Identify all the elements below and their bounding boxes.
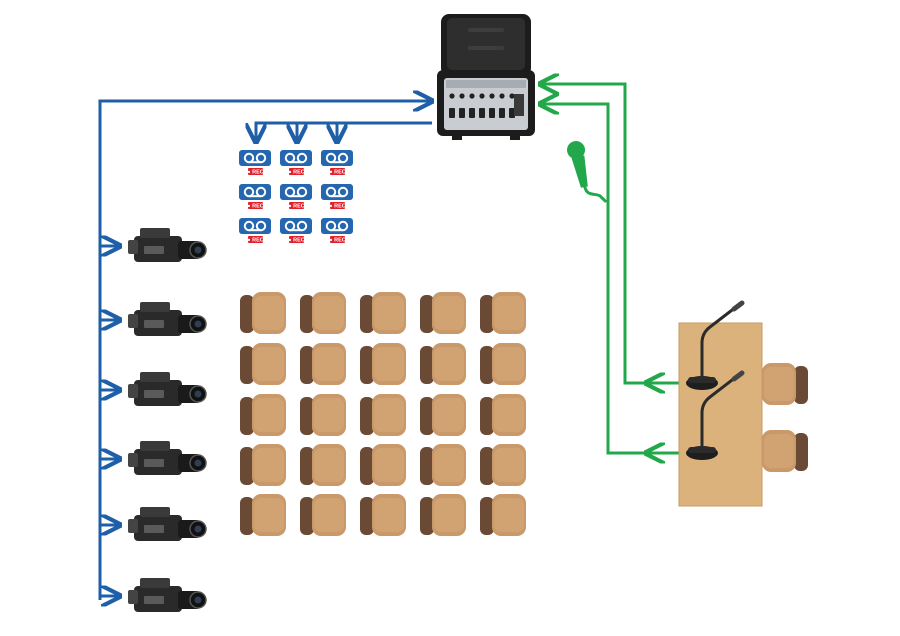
recorder-tape-icon: ● REC (239, 184, 271, 210)
camera-arrows (100, 246, 120, 596)
chair-icon (300, 494, 346, 536)
chair-icon (240, 494, 286, 536)
recorder-tape-icon: ● REC (280, 218, 312, 244)
podium-mic-1-line (540, 84, 684, 385)
camera-bus-line (98, 101, 432, 600)
video-camera-icon (128, 372, 207, 406)
recorder-tape-icon: ● REC (321, 150, 353, 176)
gooseneck-microphone-icon (686, 300, 745, 390)
mixer-fader (479, 108, 485, 118)
mixer-fader (509, 108, 515, 118)
mixer-knob (469, 93, 475, 99)
chair-icon (240, 292, 286, 334)
chair-icon (420, 343, 466, 385)
podium-desk (678, 300, 808, 507)
rec-badge (289, 168, 304, 175)
podium-mic-2-line (540, 104, 684, 455)
chair-icon (480, 292, 526, 334)
recorder-tape-icon: ● REC (321, 218, 353, 244)
mixer-fader (469, 108, 475, 118)
recorder-tape-icon: ● REC (321, 184, 353, 210)
rec-badge-label: ● REC (288, 170, 304, 176)
chair-icon (420, 292, 466, 334)
chair-icon (480, 444, 526, 486)
rec-badge (330, 202, 345, 209)
video-camera-icon (128, 228, 207, 262)
mixer-knob (509, 93, 515, 99)
recorder-feed-line (256, 121, 432, 142)
mixer-fader (459, 108, 465, 118)
audio-signal-lines (540, 84, 684, 453)
rec-badge-label: ● REC (247, 170, 263, 176)
chair-icon (300, 394, 346, 436)
chair-icon (360, 494, 406, 536)
recorder-tape-icon: ● REC (239, 150, 271, 176)
chair-icon (300, 444, 346, 486)
chair-icon (360, 292, 406, 334)
mixer-fader (499, 108, 505, 118)
chair-icon (360, 444, 406, 486)
rec-badge-label: ● REC (247, 238, 263, 244)
rec-badge-label: ● REC (329, 170, 345, 176)
rec-badge-label: ● REC (288, 238, 304, 244)
recorder-tape-icon: ● REC (280, 184, 312, 210)
chair-icon (480, 494, 526, 536)
chair-icon (420, 494, 466, 536)
video-camera-icon (128, 441, 207, 475)
chair-icon (240, 394, 286, 436)
rec-badge (248, 236, 263, 243)
mixer-knob (459, 93, 465, 99)
rec-badge (289, 236, 304, 243)
mixer-knob (449, 93, 455, 99)
rec-badge (289, 202, 304, 209)
video-signal-lines (98, 101, 432, 600)
rec-badge-label: ● REC (247, 204, 263, 210)
rec-badge-label: ● REC (329, 204, 345, 210)
desk-icon (678, 322, 763, 507)
rec-badge-label: ● REC (329, 238, 345, 244)
video-camera-icon (128, 302, 207, 336)
video-camera-icon (128, 578, 207, 612)
rec-badge-label: ● REC (288, 204, 304, 210)
chair-icon (762, 430, 808, 472)
mixer-knob (499, 93, 505, 99)
recorder-grid: ● REC ● REC ● REC ● REC ● REC ● REC ● REC ● REC… (239, 150, 353, 244)
mixer-fader (489, 108, 495, 118)
recorder-tape-icon: ● REC (280, 150, 312, 176)
mixer-knob (479, 93, 485, 99)
gooseneck-microphone-icon (686, 370, 745, 460)
chair-icon (300, 343, 346, 385)
rec-badge (248, 168, 263, 175)
handheld-microphone-icon (567, 141, 607, 203)
rec-badge (330, 236, 345, 243)
rec-badge (248, 202, 263, 209)
chair-icon (240, 444, 286, 486)
recorder-tape-icon: ● REC (239, 218, 271, 244)
chair-icon (480, 343, 526, 385)
chair-icon (360, 394, 406, 436)
portable-mixer-case-icon (437, 14, 535, 140)
chair-icon (480, 394, 526, 436)
camera-column (128, 228, 207, 612)
chair-icon (420, 444, 466, 486)
mixer-meter (514, 94, 524, 116)
mixer-knob (489, 93, 495, 99)
chair-icon (300, 292, 346, 334)
audience-chairs (240, 292, 526, 536)
rec-badge (330, 168, 345, 175)
chair-icon (762, 363, 808, 405)
chair-icon (420, 394, 466, 436)
mixer-fader (449, 108, 455, 118)
chair-icon (240, 343, 286, 385)
chair-icon (360, 343, 406, 385)
video-camera-icon (128, 507, 207, 541)
